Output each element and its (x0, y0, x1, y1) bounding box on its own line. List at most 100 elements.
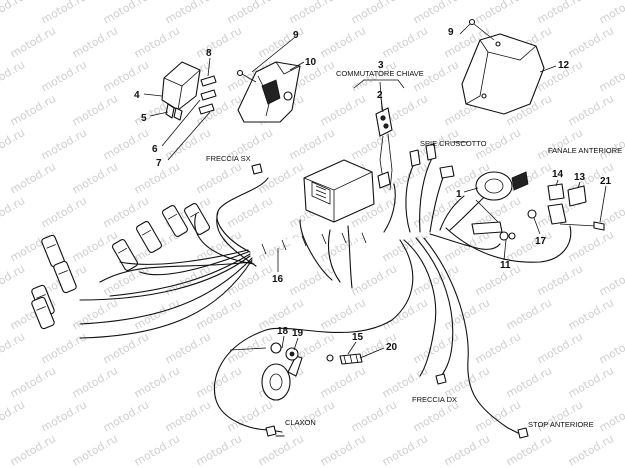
caption-stop-anteriore: STOP ANTERIORE (528, 420, 594, 429)
watermark-text: motod.ru (225, 0, 275, 27)
watermark-text: motod.ru (597, 398, 625, 434)
watermark-text: motod.ru (504, 296, 554, 332)
watermark-text: motod.ru (535, 262, 585, 298)
callout-4: 4 (134, 90, 140, 101)
watermark-text: motod.ru (380, 432, 430, 468)
connector-plug-rib (46, 244, 56, 249)
connector-plug-rib (58, 270, 68, 275)
connector-plug (31, 296, 55, 330)
connector-plug-rib (167, 213, 178, 220)
callout-6: 6 (152, 144, 158, 155)
callout-12: 12 (558, 60, 570, 71)
watermark-text: motod.ru (132, 296, 182, 332)
watermark-text: motod.ru (101, 0, 151, 27)
watermark-text: motod.ru (566, 228, 616, 264)
callout-19: 19 (292, 328, 304, 339)
relay-block (161, 61, 217, 121)
caption-fanale-anteriore: FANALE ANTERIORE (548, 146, 622, 155)
watermark-text: motod.ru (101, 126, 151, 162)
watermark-text: motod.ru (535, 0, 585, 27)
watermark-text: motod.ru (318, 364, 368, 400)
watermark-text: motod.ru (0, 330, 27, 366)
leader-lines (143, 23, 607, 359)
callout-21: 21 (600, 176, 612, 187)
watermark-text: motod.ru (287, 262, 337, 298)
watermark-text: motod.ru (473, 398, 523, 434)
watermark-text: motod.ru (380, 296, 430, 332)
watermark-text: motod.ru (163, 398, 213, 434)
connector-plug-rib (189, 211, 200, 218)
callout-20: 20 (386, 342, 398, 353)
watermark-text: motod.ru (380, 24, 430, 60)
watermark-text: motod.ru (194, 432, 244, 468)
watermark-text: motod.ru (39, 0, 89, 27)
watermark-text: motod.ru (349, 0, 399, 27)
callout-7: 7 (156, 158, 162, 169)
callout-11: 11 (500, 260, 511, 271)
watermark-text: motod.ru (597, 58, 625, 94)
watermark-text: motod.ru (0, 126, 27, 162)
connector-plug (53, 260, 77, 294)
watermark-text: motod.ru (163, 0, 213, 27)
watermark-text: motod.ru (101, 330, 151, 366)
watermark-text: motod.ru (39, 330, 89, 366)
watermark-text: motod.ru (8, 432, 58, 468)
watermark-text: motod.ru (163, 330, 213, 366)
watermark-text: motod.ru (318, 432, 368, 468)
control-unit (303, 159, 375, 223)
watermark-text: motod.ru (39, 194, 89, 230)
watermark-text: motod.ru (39, 398, 89, 434)
callout-18: 18 (277, 326, 289, 337)
watermark-text: motod.ru (70, 92, 120, 128)
caption-spie-cruscotto: SPIE CRUSCOTTO (420, 139, 487, 148)
callout-15: 15 (352, 332, 364, 343)
watermark-text: motod.ru (442, 432, 492, 468)
watermark-text: motod.ru (349, 262, 399, 298)
connector-plug-rib (36, 306, 46, 311)
watermark-text: motod.ru (0, 398, 27, 434)
watermark-text: motod.ru (411, 330, 461, 366)
watermark-text: motod.ru (194, 296, 244, 332)
watermark-text: motod.ru (411, 0, 461, 27)
callout-17: 17 (535, 236, 547, 247)
watermark-text: motod.ru (597, 126, 625, 162)
callout-3: 3 (378, 60, 384, 71)
callout-9-right: 9 (448, 27, 454, 38)
callout-16: 16 (272, 274, 284, 285)
watermark-text: motod.ru (0, 0, 27, 27)
watermark-text: motod.ru (566, 364, 616, 400)
fanale-parts (527, 183, 605, 231)
watermark-text: motod.ru (0, 194, 27, 230)
watermark-text: motod.ru (473, 330, 523, 366)
watermark-text: motod.ru (256, 160, 306, 196)
watermark-text: motod.ru (70, 296, 120, 332)
watermark-text: motod.ru (473, 262, 523, 298)
watermark-text: motod.ru (287, 398, 337, 434)
caption-freccia-dx: FRECCIA DX (412, 395, 457, 404)
callout-5: 5 (141, 113, 147, 124)
connector-plug (161, 205, 189, 237)
watermark-text: motod.ru (566, 92, 616, 128)
connector-plug-rib (36, 294, 46, 299)
watermark-text: motod.ru (70, 364, 120, 400)
watermark-text: motod.ru (194, 24, 244, 60)
watermark-text: motod.ru (597, 330, 625, 366)
key-switch-connector (375, 107, 393, 191)
watermark-text: motod.ru (132, 24, 182, 60)
watermark-text: motod.ru (535, 126, 585, 162)
watermark-text: motod.ru (70, 160, 120, 196)
caption-claxon: CLAXON (285, 418, 316, 427)
watermark-text: motod.ru (504, 432, 554, 468)
watermark-text: motod.ru (318, 92, 368, 128)
callout-2: 2 (377, 90, 383, 101)
key-switch-bracket (236, 61, 301, 123)
watermark-text: motod.ru (101, 58, 151, 94)
watermark-text: motod.ru (504, 364, 554, 400)
watermark-text: motod.ru (0, 58, 27, 94)
watermark-text: motod.ru (8, 160, 58, 196)
watermark-text: motod.ru (349, 126, 399, 162)
horn (229, 342, 363, 437)
watermark-text: motod.ru (8, 24, 58, 60)
